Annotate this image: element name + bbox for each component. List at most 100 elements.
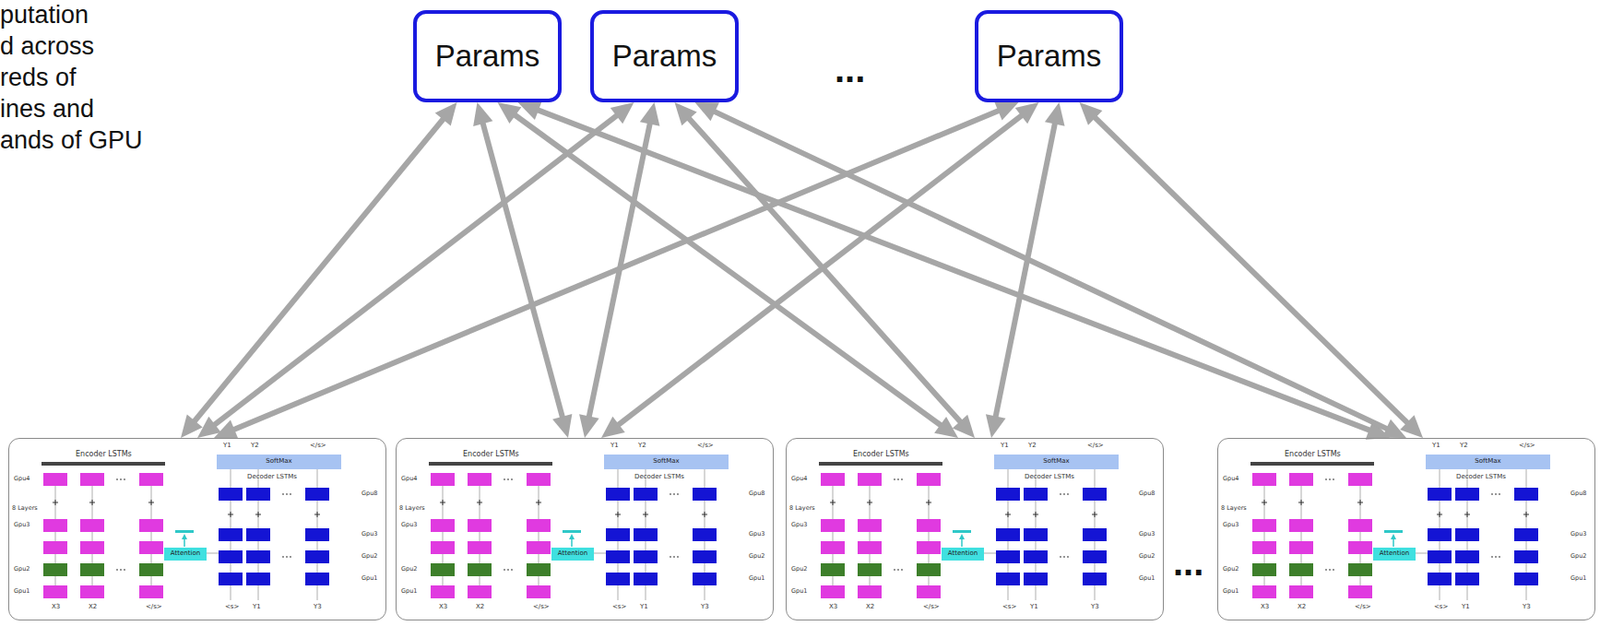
panel-label: Gpu3 [791, 521, 807, 529]
arrowhead [435, 102, 458, 127]
panel-label: <s> [612, 604, 627, 612]
panel-label: Gpu4 [1222, 475, 1239, 483]
node-label: Attention [170, 550, 201, 558]
connector-line [536, 109, 1371, 431]
attention-box: Attention [164, 547, 207, 561]
node-label: Params [435, 38, 541, 74]
panel-label: <s> [1002, 604, 1017, 612]
params-box: Params [413, 10, 562, 103]
arrowhead [518, 100, 543, 120]
note-text: ands of GPU [0, 125, 143, 157]
replica-panel: Y1Y2</s>Encoder LSTMsDecoder LSTMsGpu48 … [395, 438, 774, 621]
panel-label: Gpu3 [748, 531, 765, 538]
node-label: SoftMax [1042, 458, 1069, 466]
panel-label: Gpu1 [1138, 575, 1155, 582]
softmax-box: SoftMax [1425, 454, 1551, 470]
panel-label: Gpu2 [13, 566, 30, 573]
arrowhead [1079, 102, 1103, 126]
panel-label: 8 Layers [1220, 505, 1247, 512]
panel-label: 8 Layers [11, 505, 38, 512]
panel-label: </s> [145, 604, 163, 612]
replica-figure [818, 462, 1107, 601]
connector-arrow [675, 102, 976, 439]
panel-label: Y3 [700, 604, 710, 612]
arrowhead [640, 102, 661, 127]
panel-label: Gpu3 [361, 531, 378, 538]
panel-label: Encoder LSTMs [462, 450, 520, 460]
arrowhead [552, 414, 572, 439]
panel-label: Decoder LSTMs [1456, 474, 1506, 482]
connector-line [193, 118, 445, 423]
node-label: Attention [557, 550, 588, 558]
panel-label: Encoder LSTMs [1284, 450, 1341, 460]
connector-line [1093, 116, 1409, 424]
panel-label: Gpu8 [748, 490, 765, 498]
arrowhead [610, 102, 635, 124]
panel-label: Y1 [252, 604, 261, 612]
panel-label: Gpu3 [1138, 531, 1155, 538]
panel-label: Encoder LSTMs [75, 450, 132, 460]
panel-label: Y3 [1090, 604, 1100, 612]
connector-line [616, 114, 1023, 426]
panel-label: </s> [1354, 604, 1372, 612]
panel-label: Y2 [250, 442, 260, 451]
connector-arrow [985, 102, 1066, 439]
connector-arrow [601, 102, 1040, 439]
panel-label: X3 [438, 604, 448, 612]
panel-label: Decoder LSTMs [1024, 474, 1075, 482]
panel-label: X2 [88, 604, 97, 612]
panel-label: Y2 [1459, 442, 1469, 451]
panel-label: 8 Layers [789, 505, 816, 512]
node-label: Params [996, 38, 1103, 74]
panel-label: Gpu1 [401, 588, 417, 595]
arrowhead [1015, 102, 1040, 124]
node-label: Attention [1379, 550, 1410, 558]
node-label: SoftMax [1474, 458, 1501, 466]
arrowhead [695, 102, 720, 121]
panel-label: Y1 [1030, 604, 1039, 612]
panel-label: Gpu2 [1138, 553, 1155, 560]
connector-line [213, 114, 618, 426]
panel-label: </s> [533, 604, 550, 612]
note-text: ines and [0, 94, 95, 126]
connector-line [995, 122, 1055, 419]
panel-label: Y2 [638, 442, 647, 451]
panel-label: Y1 [640, 604, 649, 612]
arrowhead [1044, 102, 1066, 127]
panel-label: Y1 [1432, 442, 1441, 451]
panel-label: Gpu4 [791, 475, 807, 483]
panel-label: Gpu2 [361, 553, 378, 560]
panel-label: </s> [1518, 442, 1536, 451]
panel-label: Y3 [313, 604, 322, 612]
node-label: Params [612, 38, 718, 74]
connector-arrow [1079, 102, 1424, 439]
params-box: Params [590, 10, 739, 103]
panel-label: X2 [475, 604, 485, 612]
node-label: SoftMax [652, 458, 679, 466]
connector-arrow [213, 101, 1020, 439]
params-box: Params [974, 10, 1124, 103]
ellipsis: ... [834, 46, 866, 93]
panel-label: Gpu3 [1222, 521, 1239, 529]
panel-label: <s> [225, 604, 239, 612]
panel-label: Decoder LSTMs [634, 474, 685, 482]
panel-label: Gpu2 [791, 566, 807, 573]
panel-label: X3 [829, 604, 838, 612]
note-text: d across [0, 31, 95, 63]
panel-label: </s> [309, 442, 327, 451]
note-text: reds of [0, 62, 77, 95]
panel-label: Y1 [223, 442, 232, 451]
softmax-box: SoftMax [216, 454, 342, 470]
connector-arrow [473, 102, 572, 439]
arrowhead [601, 416, 626, 439]
node-label: SoftMax [265, 458, 292, 466]
panel-label: Gpu1 [748, 575, 765, 582]
panel-label: X2 [1297, 604, 1306, 612]
replica-panel: Y1Y2</s>Encoder LSTMsDecoder LSTMsGpu48 … [785, 438, 1164, 621]
panel-label: Gpu3 [13, 521, 30, 529]
panel-label: X3 [51, 604, 60, 612]
replica-panel: Y1Y2</s>Encoder LSTMsDecoder LSTMsGpu48 … [8, 438, 387, 621]
